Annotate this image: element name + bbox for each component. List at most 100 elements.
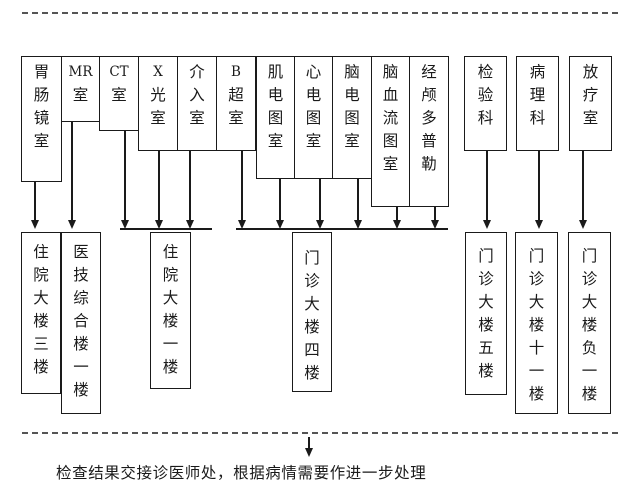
outpatient-collector-line (236, 228, 448, 230)
connector-ct (124, 131, 126, 222)
box-char: 门 (478, 247, 494, 265)
footer-instruction: 检查结果交接诊医师处，根据病情需要作进一步处理 (56, 464, 427, 482)
loc-medtech-complex-1: 医技综合楼一楼 (61, 232, 101, 414)
dept-interventional: 介入室 (177, 56, 217, 151)
box-char: 楼 (33, 312, 49, 330)
box-char: 胃 (33, 63, 50, 81)
box-char: 楼 (73, 381, 89, 399)
box-char: 住 (33, 243, 49, 261)
box-char: 大 (581, 293, 598, 311)
box-char: 院 (162, 266, 179, 284)
box-char: 科 (529, 109, 546, 127)
loc-outpatient-building-5: 门诊大楼五楼 (465, 232, 507, 395)
box-char: 室 (189, 109, 205, 127)
box-char: 负 (581, 339, 598, 357)
dept-cerebral-blood-flow: 脑血流图室 (371, 56, 410, 207)
box-char: 大 (478, 293, 494, 311)
dept-gastroscopy: 胃肠镜室 (21, 56, 62, 182)
box-char: 楼 (528, 316, 545, 334)
arrowhead-interventional (186, 220, 194, 229)
box-char: 楼 (581, 385, 598, 403)
top-dashed-divider (22, 12, 618, 14)
box-char: 脑 (382, 63, 399, 81)
box-char: 室 (267, 132, 284, 150)
box-char: 一 (73, 358, 89, 376)
box-char: 三 (33, 335, 49, 353)
box-char: 入 (189, 86, 205, 104)
box-char: 脑 (344, 63, 360, 81)
box-char: 科 (477, 109, 494, 127)
box-char: 血 (382, 86, 399, 104)
connector-eeg (357, 179, 359, 222)
connector-ecg (319, 179, 321, 222)
box-char: 室 (305, 132, 322, 150)
box-char: 诊 (478, 270, 494, 288)
box-char: 五 (478, 339, 494, 357)
box-char: X (153, 64, 163, 80)
box-char: 技 (73, 266, 89, 284)
box-char: 楼 (478, 362, 494, 380)
box-char: 大 (304, 295, 320, 313)
connector-transcranial-doppler (434, 207, 436, 222)
box-char: 电 (344, 86, 360, 104)
box-char: 多 (421, 109, 437, 127)
bottom-dashed-divider (22, 432, 618, 434)
dept-emg: 肌电图室 (256, 56, 295, 179)
arrowhead-radiotherapy (579, 220, 587, 229)
arrowhead-transcranial-doppler (431, 220, 439, 229)
connector-cerebral-blood-flow (396, 207, 398, 222)
box-char: 综 (73, 289, 89, 307)
footer-arrowhead (305, 448, 313, 457)
box-char: 病 (529, 63, 546, 81)
box-char: 普 (421, 132, 437, 150)
box-char: 电 (305, 86, 322, 104)
box-char: 门 (581, 247, 598, 265)
arrowhead-eeg (354, 220, 362, 229)
footer-connector (308, 437, 310, 449)
box-char: 楼 (478, 316, 494, 334)
box-char: 室 (344, 132, 360, 150)
box-char: 室 (150, 109, 166, 127)
box-char: 诊 (528, 270, 545, 288)
inpatient-collector-line (120, 228, 212, 230)
connector-emg (279, 179, 281, 222)
box-char: 楼 (33, 358, 49, 376)
connector-xray (158, 151, 160, 222)
box-char: 电 (267, 86, 284, 104)
connector-mr (71, 122, 73, 222)
connector-interventional (189, 151, 191, 222)
dept-transcranial-doppler: 经颅多普勒 (409, 56, 449, 207)
dept-eeg: 脑电图室 (332, 56, 372, 179)
box-char: 楼 (73, 335, 89, 353)
arrowhead-ct (121, 220, 129, 229)
box-char: 室 (111, 86, 127, 104)
dept-radiotherapy: 放疗室 (569, 56, 612, 151)
box-char: 检 (477, 63, 494, 81)
box-char: 楼 (304, 318, 320, 336)
box-char: 一 (162, 335, 179, 353)
box-char: 楼 (528, 385, 545, 403)
box-char: 经 (421, 63, 437, 81)
connector-radiotherapy (582, 151, 584, 222)
box-char: 一 (581, 362, 598, 380)
box-char: 图 (305, 109, 322, 127)
arrowhead-ecg (316, 220, 324, 229)
box-char: 验 (477, 86, 494, 104)
box-char: 门 (304, 249, 320, 267)
arrowhead-laboratory (483, 220, 491, 229)
box-char: 光 (150, 86, 166, 104)
box-char: 肠 (33, 86, 50, 104)
box-char: 医 (73, 243, 89, 261)
box-char: MR (68, 64, 93, 80)
loc-inpatient-building-1: 住院大楼一楼 (150, 232, 191, 389)
arrowhead-xray (155, 220, 163, 229)
box-char: 放 (582, 63, 599, 81)
box-char: 室 (382, 155, 399, 173)
box-char: 图 (267, 109, 284, 127)
arrowhead-emg (276, 220, 284, 229)
box-char: 心 (305, 63, 322, 81)
